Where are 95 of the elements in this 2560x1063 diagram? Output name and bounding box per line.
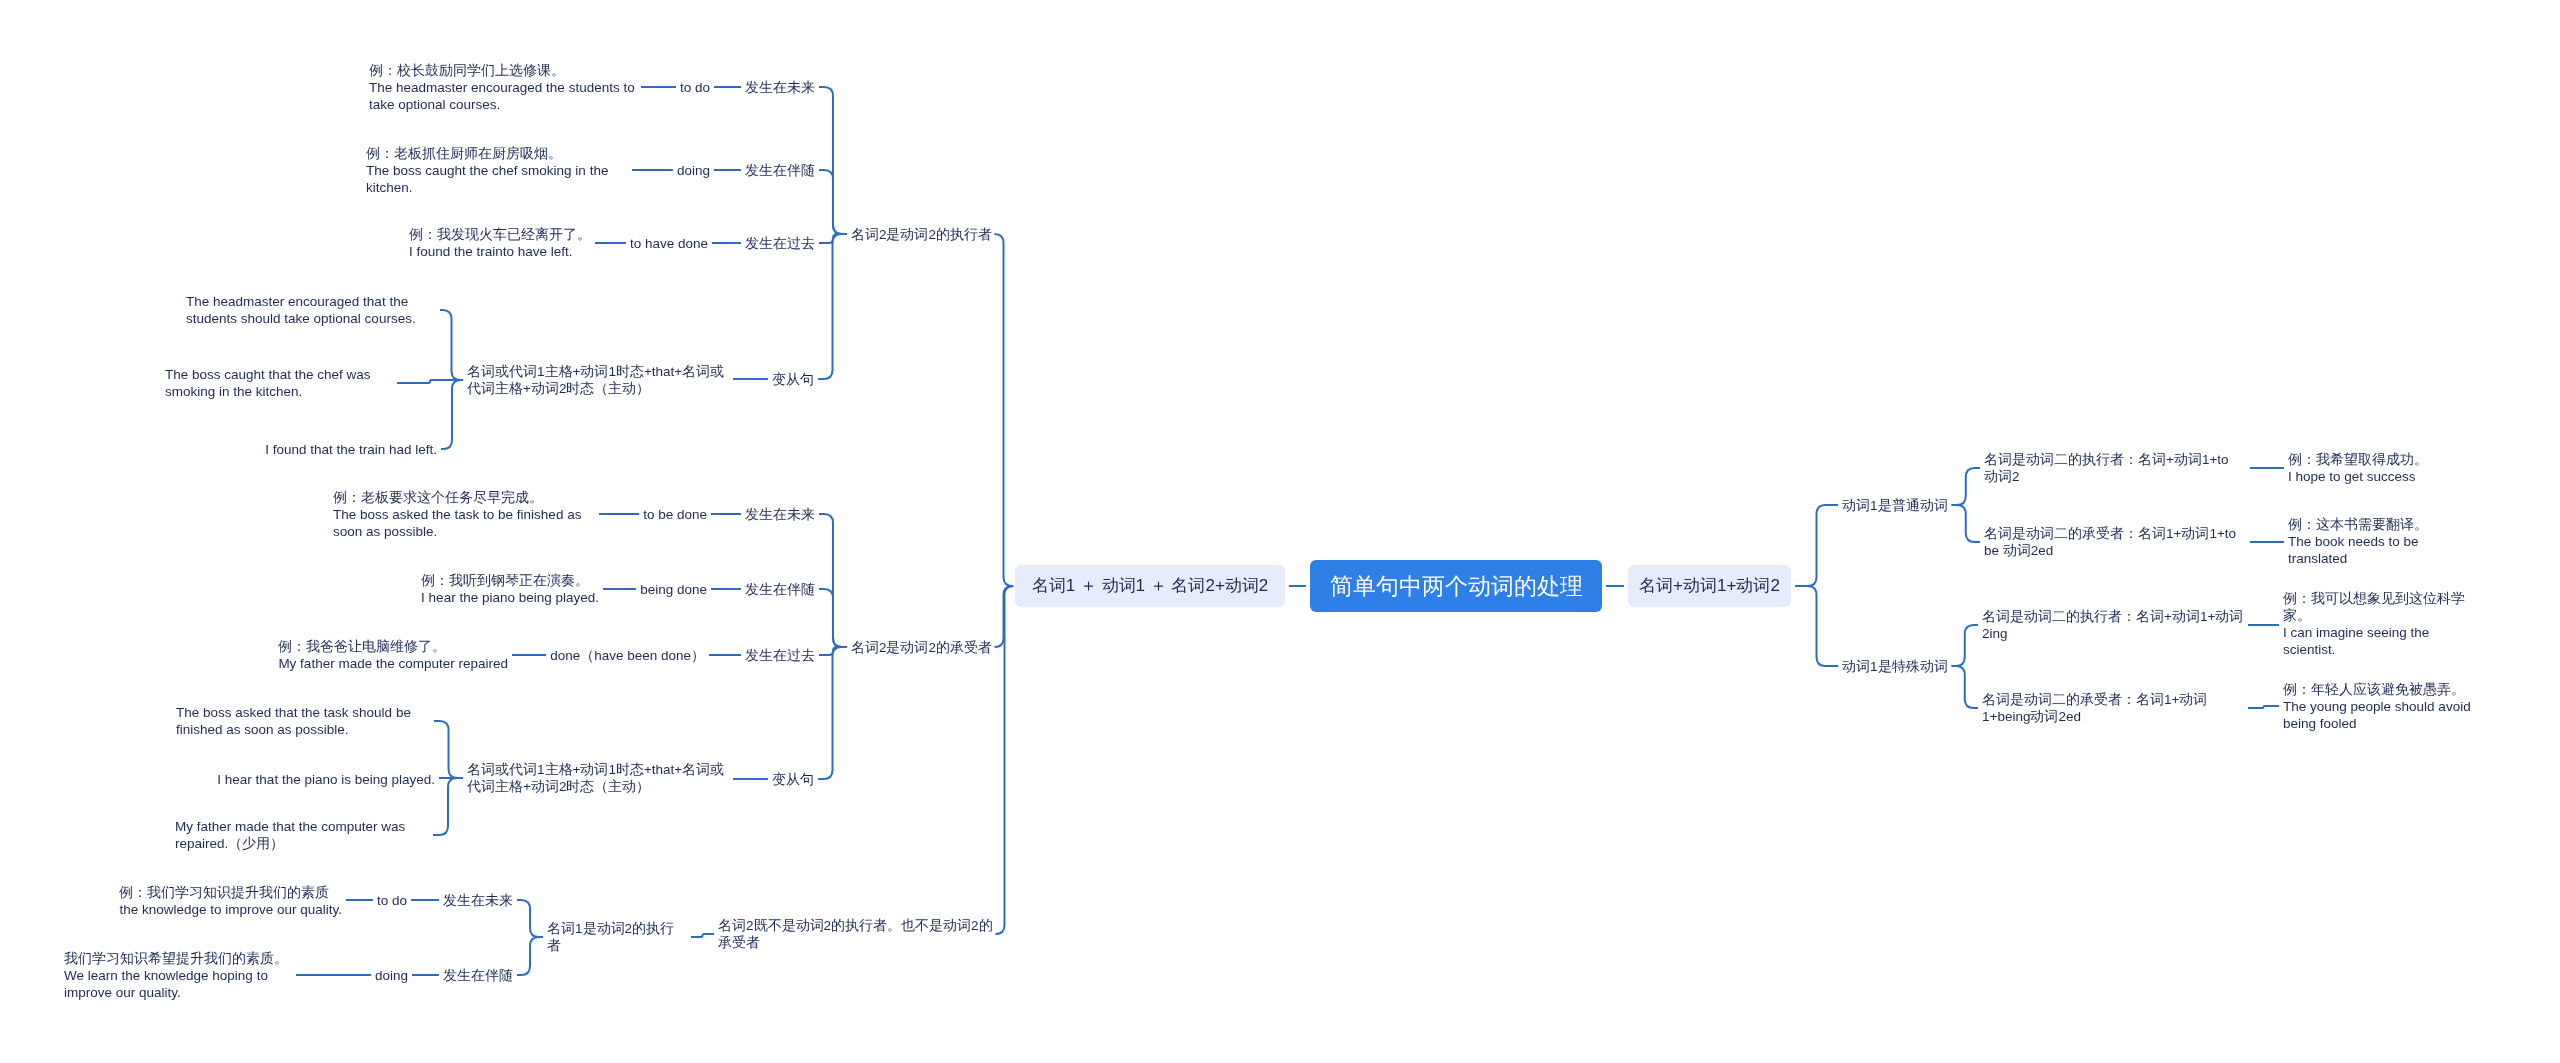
connector-line [2247,705,2280,709]
branch-label: to have done [629,234,708,252]
branch-label: 名词是动词二的承受者：名词1+动词1+to be 动词2ed [1984,525,2246,559]
branch-label: 名词2既不是动词2的执行者。也不是动词2的承受者 [718,917,994,951]
connector-line [711,242,742,244]
branch-label: 发生在未来 [745,78,815,96]
connector-line [732,778,769,780]
branch-label: 名词是动词二的执行者：名词+动词1+动词2ing [1982,608,2244,642]
branch-label: The headmaster encouraged that the students should take optional courses. [186,293,436,327]
branch-label: 变从句 [772,370,814,388]
connector-line [708,654,742,656]
connector-line [1950,665,1979,709]
translation-text: The book needs to be translated [2288,532,2420,567]
connector-line [2249,541,2285,543]
connector-line [817,233,848,380]
branch-label: 名词是动词二的承受者：名词1+动词1+being动词2ed [1982,691,2244,725]
branch-label: 名词是动词二的执行者：名词+动词1+to 动词2 [1984,451,2246,485]
translation-text: The boss caught the chef smoking in the kitchen. [366,161,610,196]
translation-text: The young people should avoid being fooled [2283,697,2472,732]
connector-line [713,86,742,88]
example-sentence: 例：这本书需要翻译。 [2288,515,2429,533]
branch-label: doing [676,161,710,179]
example-sentence: 例：老板要求这个任务尽早完成。 [333,488,544,506]
translation-text: I hear the piano being played. [421,589,599,606]
branch-label: 发生在过去 [745,234,815,252]
example-sentence: 例：我们学习知识提升我们的素质 [119,884,331,901]
branch-label: to do [376,891,407,909]
translation-text: The headmaster encouraged the students to take optional courses. [369,78,636,113]
branch-label: 发生在过去 [745,646,815,664]
translation-text: The boss asked the task to be finished as soon as possible. [333,505,583,540]
example-sentence: 例：我希望取得成功。 [2288,451,2428,468]
branch-label: being done [640,580,707,598]
connector-line [511,654,548,656]
translation-text: I found the trainto have left. [409,243,574,260]
translation-text: I can imagine seeing the scientist. [2283,624,2431,658]
branch-label: done（have been done） [550,646,705,664]
branch-label: 发生在未来 [745,505,815,523]
branch-label: to be done [643,505,707,523]
branch-label: 名词1是动词2的执行者 [547,920,687,954]
connector-line [1950,504,1981,543]
branch-label: 动词1是普通动词 [1842,496,1948,514]
connector-line [598,513,641,515]
branch-label: 名词2是动词2的承受者 [850,638,992,656]
branch-label: I found that the train had left. [265,440,437,458]
connector-line [411,974,440,976]
branch-label: 发生在伴随 [443,966,513,984]
branch-label: The boss asked that the task should be finished as soon as possible. [176,704,430,738]
connector-line [295,974,372,976]
connector-line [690,933,715,938]
branch-label: 发生在未来 [443,891,513,909]
example-sentence: 我们学习知识希望提升我们的素质。 [64,949,289,967]
branch-label: 发生在伴随 [745,580,815,598]
connector-line [594,242,627,244]
connector-line [1288,585,1307,587]
connector-line [1605,585,1625,587]
connector-line [710,588,742,590]
topic-box: 名词1 ＋ 动词1 ＋ 名词2+动词2 [1015,565,1285,607]
connector-line [2249,467,2285,469]
connector-line [2247,624,2280,626]
example-sentence: 例：我可以想象见到这位科学家。 [2283,590,2466,624]
branch-label: 变从句 [772,770,814,788]
branch-label: 名词或代词1主格+动词1时态+that+名词或代词主格+动词2时态（主动） [467,761,729,795]
branch-label: 名词或代词1主格+动词1时态+that+名词或代词主格+动词2时态（主动） [467,363,729,397]
connector-line [516,936,544,976]
branch-label: 动词1是特殊动词 [1842,657,1948,675]
connector-line [631,169,674,171]
branch-label: 发生在伴随 [745,161,815,179]
connector-line [994,585,1015,935]
connector-line [640,86,677,88]
connector-line [602,588,638,590]
translation-text: My father made the computer repaired [278,655,508,672]
branch-label: doing [374,966,408,984]
translation-text: the knowledge to improve our quality. [119,901,342,918]
branch-label: 名词2是动词2的执行者 [850,225,992,243]
connector-line [817,646,848,780]
connector-line [713,169,742,171]
translation-text: We learn the knowledge hoping to improve our quality. [64,966,269,1001]
connector-line [410,899,440,901]
connector-line [710,513,742,515]
connector-line [732,378,769,380]
branch-label: I hear that the piano is being played. [217,770,435,788]
example-sentence: 例：校长鼓励同学们上选修课。 [369,61,566,79]
branch-label: to do [679,78,710,96]
example-sentence: 例：我听到钢琴正在演奏。 [421,572,591,589]
branch-label: The boss caught that the chef was smoking in the kitchen. [165,366,393,400]
example-sentence: 例：老板抓住厨师在厨房吸烟。 [366,144,563,162]
example-sentence: 例：我发现火车已经离开了。 [409,226,591,243]
branch-label: My father made that the computer was repaired.（少用） [175,818,429,852]
topic-box: 名词+动词1+动词2 [1628,565,1791,607]
connector-line [440,379,464,450]
connector-line [345,899,374,901]
central-topic-box: 简单句中两个动词的处理 [1310,560,1602,612]
translation-text: I hope to get success [2288,468,2417,485]
example-sentence: 例：我爸爸让电脑维修了。 [278,638,448,655]
example-sentence: 例：年轻人应该避免被愚弄。 [2283,680,2466,698]
